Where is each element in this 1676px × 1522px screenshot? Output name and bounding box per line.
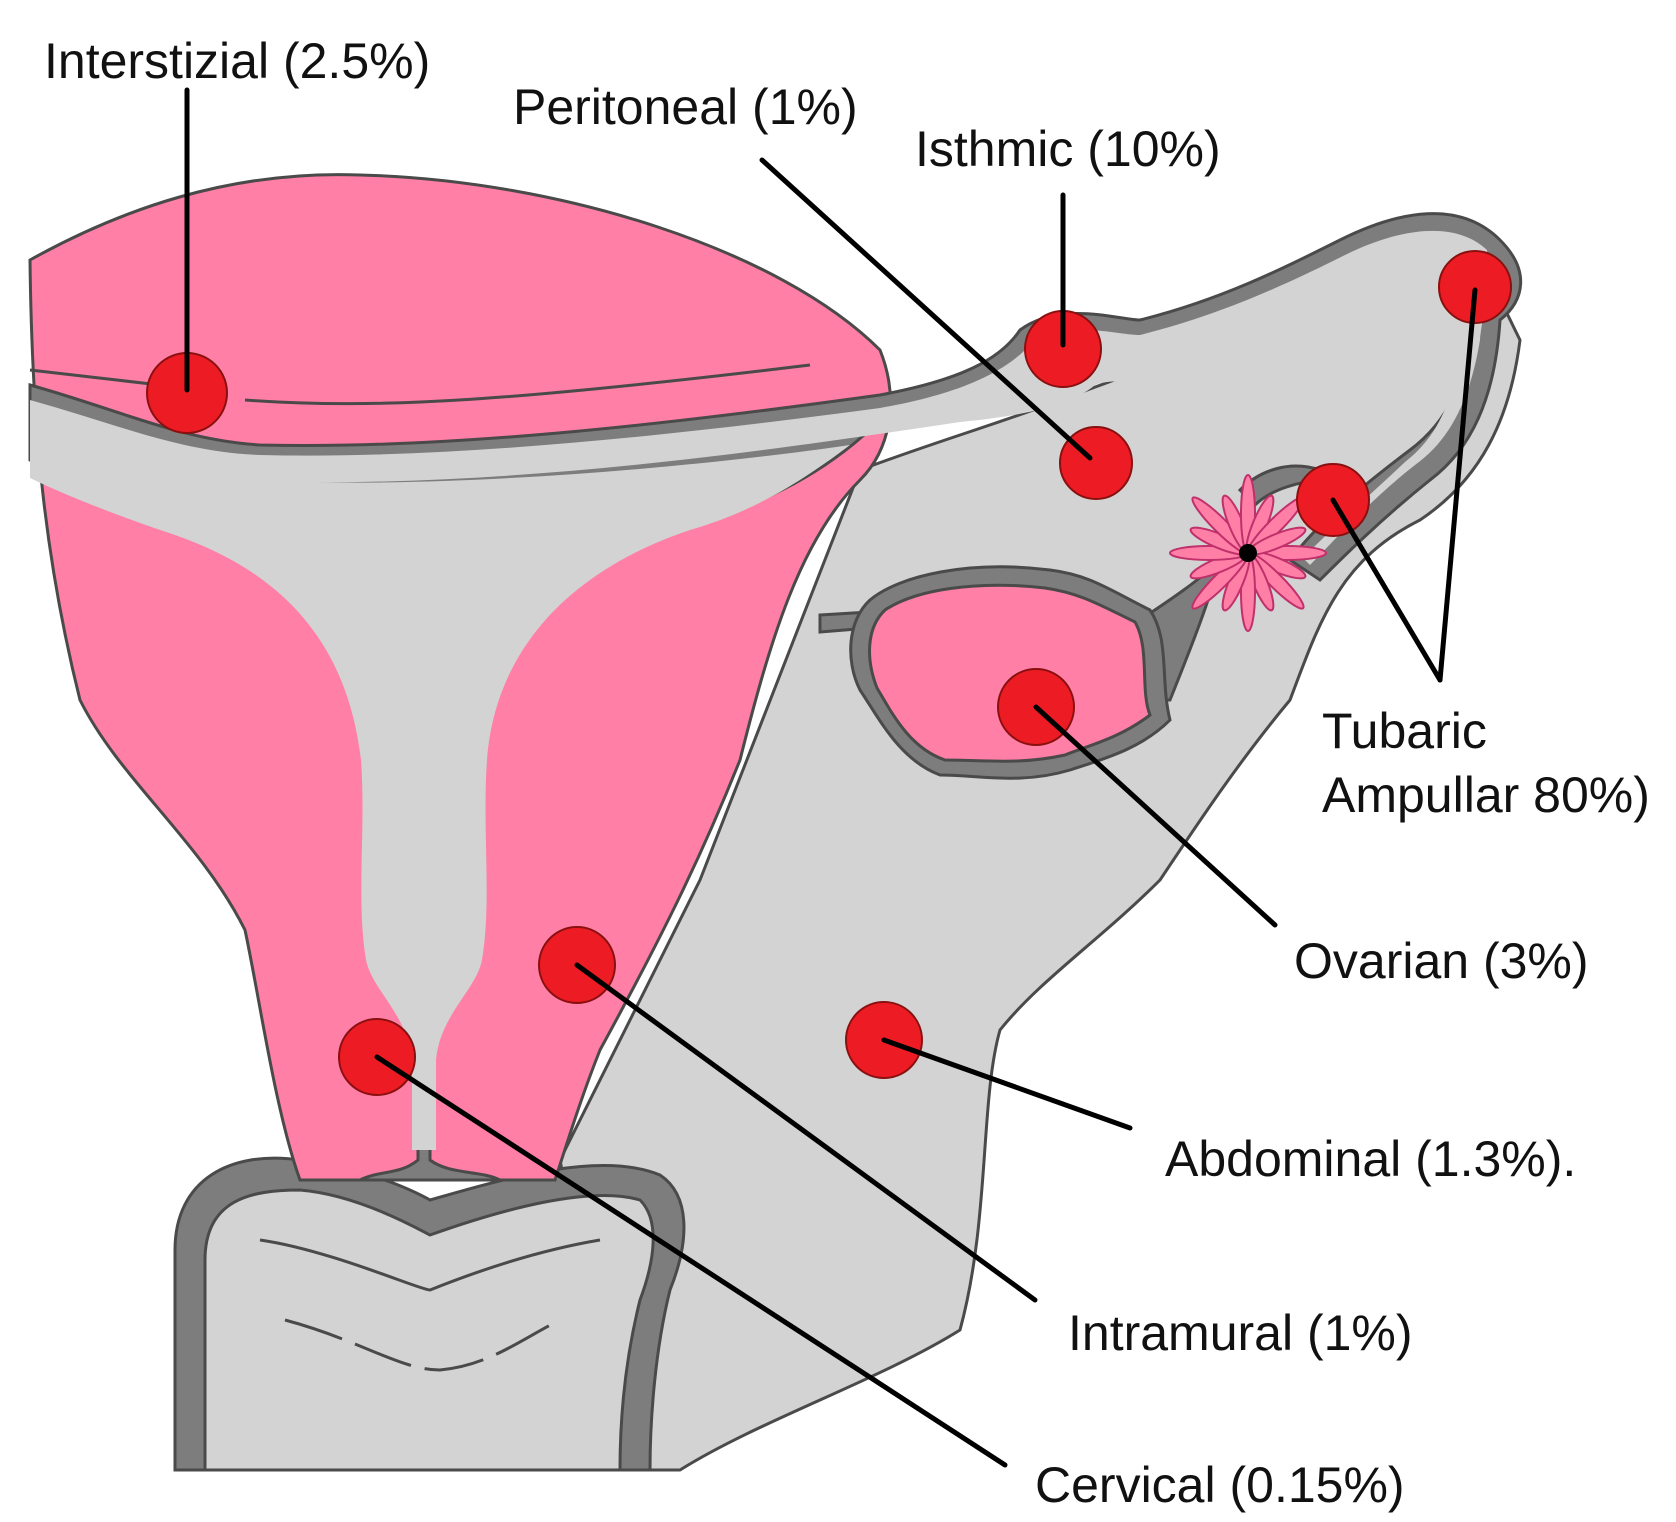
fimbria-center xyxy=(1239,544,1257,562)
label-intramural: Intramural (1%) xyxy=(1068,1305,1413,1361)
ovary-inner xyxy=(868,583,1152,763)
fimbria xyxy=(1169,474,1327,632)
label-interstitial: Interstizial (2.5%) xyxy=(44,33,430,89)
fundus-line-right xyxy=(244,363,811,406)
label-cervical: Cervical (0.15%) xyxy=(1035,1457,1405,1513)
leader-cervical xyxy=(374,1054,1008,1468)
site-ampullar-distal xyxy=(1438,250,1512,324)
cervix-inner xyxy=(203,1188,655,1472)
label-peritoneal: Peritoneal (1%) xyxy=(513,79,858,135)
cervix-fold-1 xyxy=(259,1238,601,1292)
label-abdominal: Abdominal (1.3%). xyxy=(1165,1131,1576,1187)
cervix-fold-2 xyxy=(284,1318,561,1372)
uterine-cavity-lumen xyxy=(30,410,850,1150)
leader-abdominal xyxy=(881,1037,1133,1131)
leader-tubaric-distal xyxy=(1437,287,1478,683)
label-tubaric-line2: Ampullar 80%) xyxy=(1322,767,1650,823)
leader-tubaric-proximal xyxy=(1330,497,1443,683)
leader-ovarian xyxy=(1033,704,1278,928)
leader-intramural xyxy=(574,962,1038,1303)
label-isthmic: Isthmic (10%) xyxy=(915,121,1221,177)
leader-peritoneal xyxy=(759,157,1093,461)
fundus-line-left xyxy=(29,368,161,387)
label-ovarian: Ovarian (3%) xyxy=(1294,933,1589,989)
label-tubaric-line1: Tubaric xyxy=(1322,703,1487,759)
